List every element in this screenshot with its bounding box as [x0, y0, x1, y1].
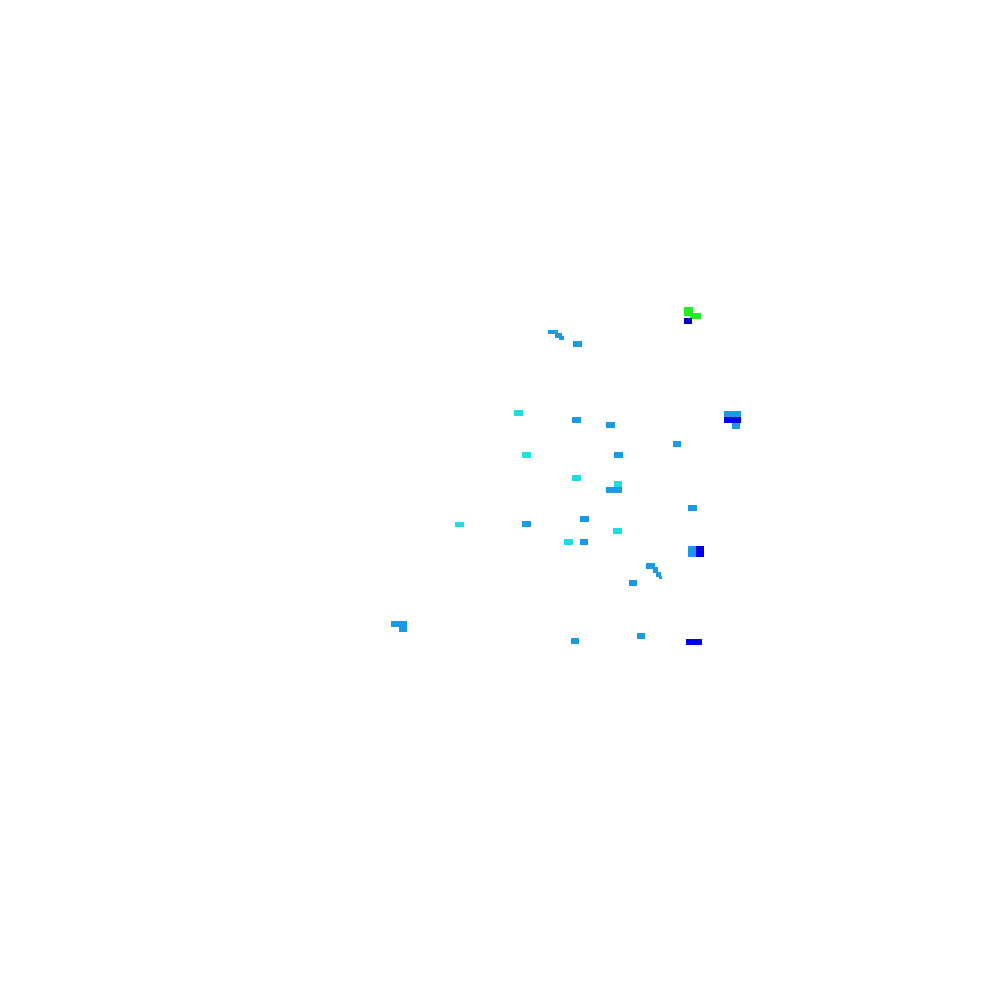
map-cell	[571, 638, 579, 644]
map-cell	[656, 572, 661, 577]
map-cell	[673, 441, 681, 447]
map-cell	[399, 626, 407, 632]
map-cell	[629, 580, 637, 586]
map-cell	[724, 417, 741, 423]
map-cell	[559, 336, 564, 340]
map-cell	[606, 487, 622, 493]
map-cell	[696, 546, 704, 557]
map-cell	[614, 481, 622, 487]
map-cell	[684, 307, 693, 316]
map-cell	[572, 417, 581, 423]
map-cell	[573, 341, 582, 347]
map-cell	[646, 563, 655, 569]
map-cell	[564, 539, 573, 545]
map-cell	[455, 522, 464, 527]
map-cell	[684, 318, 692, 324]
map-cell	[580, 516, 589, 522]
map-cell	[555, 333, 562, 338]
cell-group	[391, 307, 741, 645]
map-cell	[637, 633, 645, 639]
map-cell	[522, 452, 531, 458]
map-cell	[514, 410, 523, 416]
map-cell	[690, 313, 701, 319]
map-cell	[391, 621, 407, 627]
map-cell	[686, 639, 702, 645]
map-cell	[606, 422, 615, 428]
map-cell	[688, 546, 696, 557]
map-cell	[724, 411, 741, 418]
map-cell	[732, 423, 740, 429]
map-cell	[572, 475, 581, 481]
map-cell	[688, 505, 697, 511]
map-cell	[580, 539, 588, 545]
map-cell	[653, 567, 658, 573]
map-cell	[659, 576, 662, 579]
map-cell	[613, 528, 622, 534]
map-cell	[548, 330, 558, 334]
map-cell	[614, 452, 623, 458]
map-cell	[522, 521, 531, 527]
